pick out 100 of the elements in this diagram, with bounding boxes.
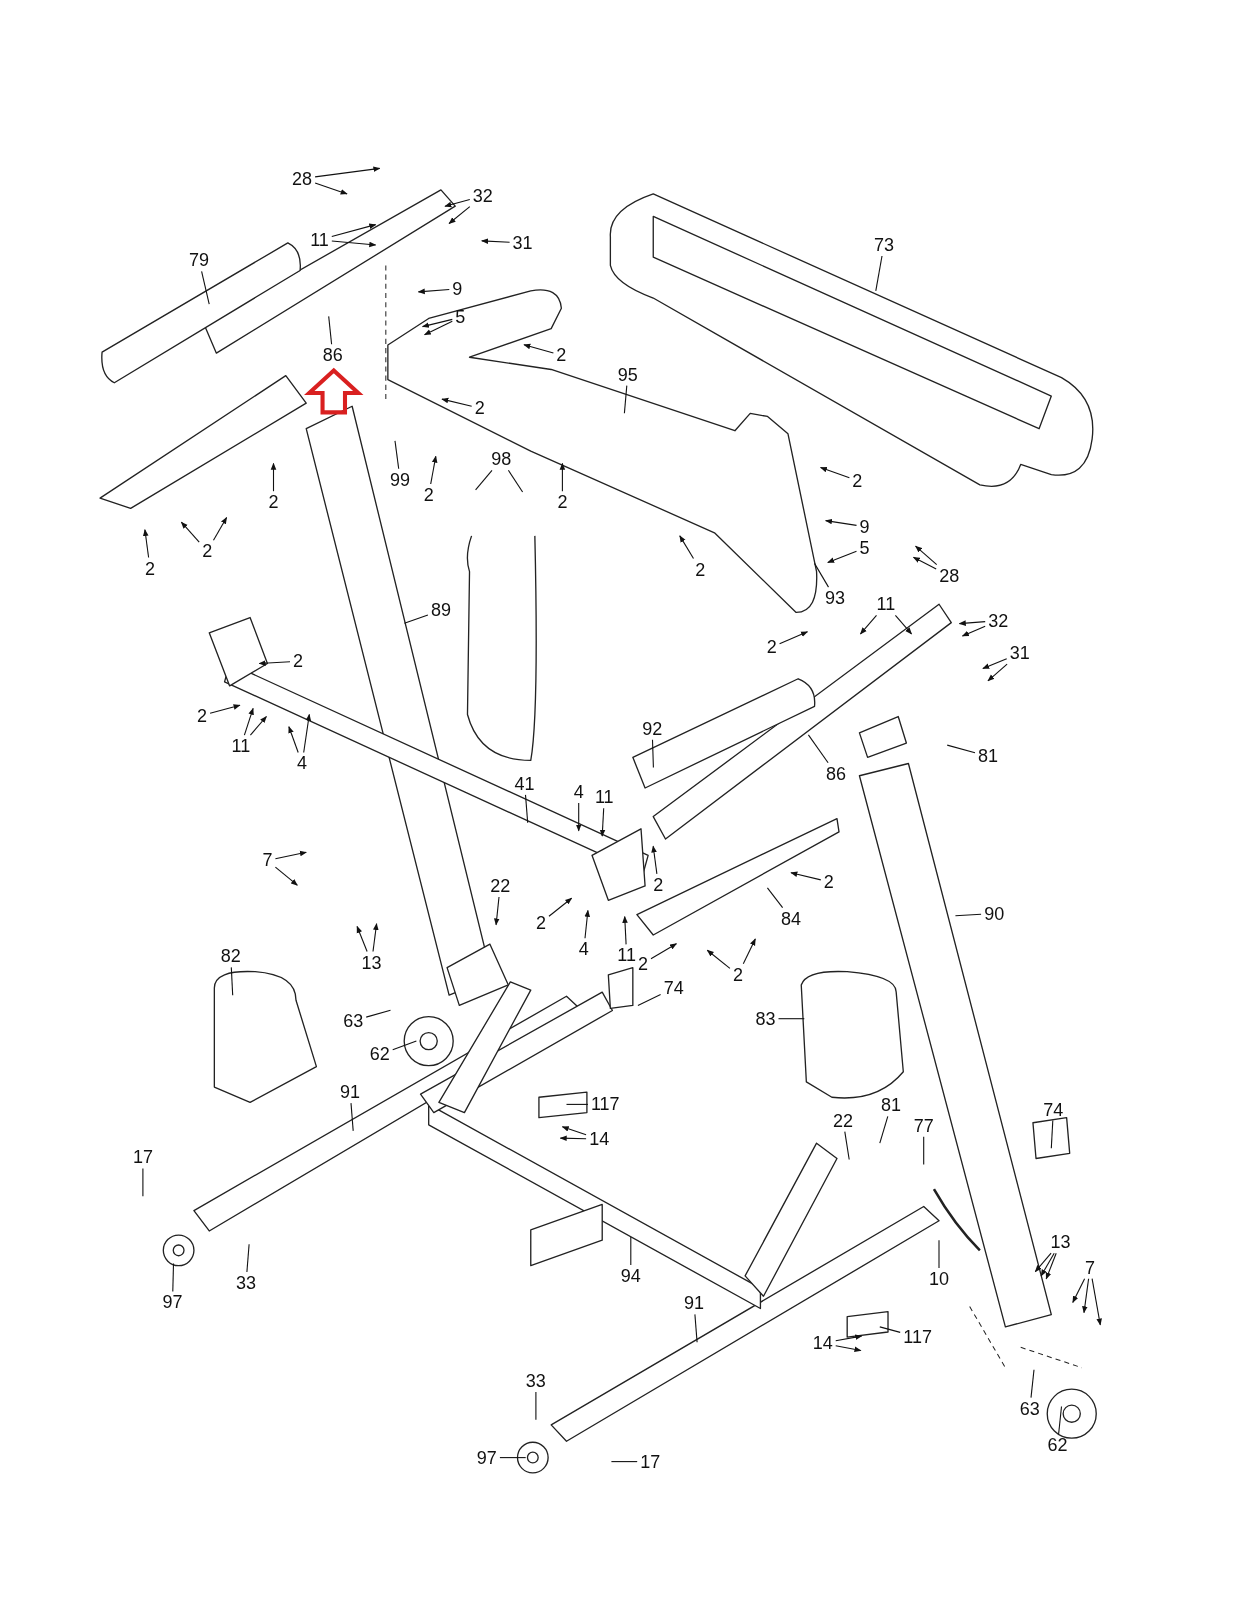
leader-line	[201, 270, 210, 305]
callout-number: 2	[555, 492, 570, 513]
leader-line	[622, 915, 628, 945]
callout-number: 22	[488, 875, 513, 896]
leader-line	[403, 614, 429, 624]
callout-number: 91	[682, 1293, 707, 1314]
callout-number: 17	[130, 1147, 155, 1168]
leader-line	[499, 1457, 527, 1459]
leader-line	[875, 255, 883, 292]
leader-line	[835, 1334, 863, 1342]
callout-number: 92	[640, 718, 665, 739]
leader-line	[651, 739, 654, 769]
callout-number: 117	[588, 1094, 622, 1115]
leader-line	[258, 660, 291, 666]
callout-number: 33	[233, 1273, 258, 1293]
callout-number: 74	[661, 978, 686, 999]
callout-number: 73	[871, 234, 896, 255]
leader-line	[270, 462, 277, 492]
callout-number: 86	[823, 763, 848, 784]
leader-line	[356, 925, 368, 953]
callout-number: 11	[308, 229, 331, 250]
leader-line	[523, 343, 554, 354]
callout-number: 2	[850, 470, 865, 491]
leader-line	[835, 1345, 862, 1353]
leader-line	[1040, 1252, 1055, 1277]
leader-line	[448, 206, 471, 225]
leader-line	[844, 1131, 850, 1161]
leader-line	[807, 734, 829, 764]
leader-line	[630, 1236, 632, 1266]
leader-line	[314, 182, 348, 195]
callout-number: 7	[260, 850, 275, 871]
callout-number: 5	[857, 538, 872, 559]
leader-line	[575, 802, 582, 832]
leader-line	[766, 887, 784, 909]
leader-line	[946, 744, 976, 754]
leader-line	[694, 1313, 698, 1343]
callout-number: 31	[510, 232, 535, 253]
leader-line	[742, 938, 756, 965]
callout-number: 2	[636, 953, 651, 974]
leader-line	[441, 397, 473, 407]
leader-line	[314, 166, 381, 178]
leader-line	[328, 315, 333, 345]
callout-number: 9	[450, 278, 465, 299]
leader-line	[894, 614, 913, 635]
callout-number: 2	[730, 964, 745, 985]
callout-number: 28	[290, 168, 315, 189]
leader-line	[535, 1391, 537, 1421]
leader-line	[1030, 1369, 1035, 1399]
leader-line	[524, 794, 529, 824]
leader-line	[423, 320, 453, 336]
callout-number: 11	[615, 945, 639, 966]
leader-line	[507, 469, 524, 493]
leader-line	[584, 909, 591, 939]
leader-line	[246, 1243, 250, 1273]
callout-number: 63	[341, 1010, 366, 1031]
leader-line	[288, 726, 299, 754]
leader-line	[650, 943, 677, 960]
callout-number: 62	[1045, 1435, 1070, 1456]
callout-number: 2	[472, 398, 487, 419]
leader-line	[372, 923, 379, 953]
callout-number: 22	[831, 1110, 856, 1131]
leader-line	[915, 545, 938, 566]
leader-line	[1034, 1252, 1052, 1273]
leader-line	[230, 966, 234, 996]
callout-number: 28	[937, 565, 962, 586]
callout-number: 5	[453, 307, 468, 328]
callout-number: 97	[160, 1292, 185, 1313]
leader-line	[350, 1102, 354, 1132]
callout-number: 7	[1083, 1257, 1098, 1278]
leader-line	[610, 1461, 638, 1463]
leader-line	[923, 1136, 925, 1166]
leader-line	[879, 1115, 889, 1144]
leader-line	[421, 318, 453, 328]
leader-line	[827, 550, 858, 563]
leader-line	[303, 713, 312, 754]
callout-number: 83	[753, 1008, 778, 1029]
leader-line	[209, 704, 241, 714]
callout-number: 10	[927, 1268, 952, 1289]
callout-number: 86	[320, 345, 345, 366]
callout-number: 2	[764, 637, 779, 658]
callout-number: 74	[1041, 1099, 1066, 1120]
callout-number: 33	[523, 1371, 548, 1391]
callout-number: 90	[982, 903, 1007, 924]
callout-number: 117	[901, 1327, 934, 1348]
leader-line	[637, 993, 662, 1006]
callout-number: 77	[911, 1115, 936, 1136]
leader-line	[819, 466, 850, 479]
leader-line	[1045, 1252, 1057, 1280]
leader-line	[879, 1326, 901, 1333]
callout-number: 11	[874, 594, 898, 615]
callout-number: 91	[338, 1082, 363, 1103]
leader-line	[1072, 1278, 1086, 1304]
leader-line	[825, 518, 858, 526]
callout-number: 2	[200, 541, 215, 562]
leader-line	[559, 1135, 587, 1142]
leader-line	[142, 529, 150, 559]
leader-line	[249, 715, 267, 736]
callout-number: 2	[554, 345, 569, 366]
callout-number: 97	[474, 1447, 499, 1468]
callout-number: 93	[822, 588, 847, 609]
